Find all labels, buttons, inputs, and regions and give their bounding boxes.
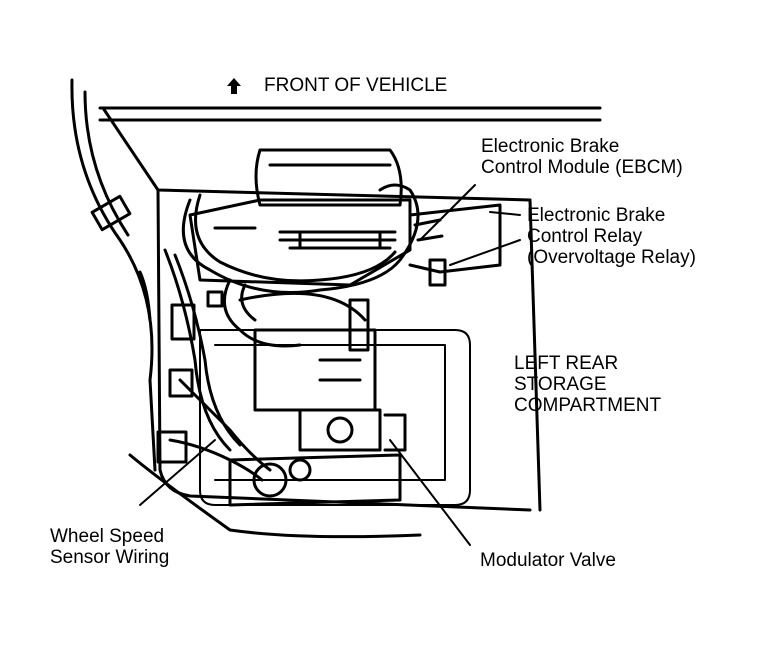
compartment-well: [199, 329, 471, 506]
ebcm-label: Electronic Brake Control Module (EBCM): [481, 136, 683, 178]
front-of-vehicle-label: FRONT OF VEHICLE: [264, 75, 448, 96]
connectors: [90, 194, 224, 464]
compartment-outline: [70, 78, 602, 539]
wheel-speed-label: Wheel Speed Sensor Wiring: [50, 526, 170, 568]
leader-lines: [139, 184, 521, 546]
compartment-label: LEFT REAR STORAGE COMPARTMENT: [514, 353, 662, 416]
modulator-valve: [228, 298, 407, 507]
relay-label: Electronic Brake Control Relay (Overvolt…: [527, 205, 696, 268]
modulator-valve-label: Modulator Valve: [480, 550, 616, 571]
up-arrow-icon: [226, 77, 242, 95]
ebcm-module: [188, 148, 412, 287]
relay-bracket: [408, 203, 502, 287]
